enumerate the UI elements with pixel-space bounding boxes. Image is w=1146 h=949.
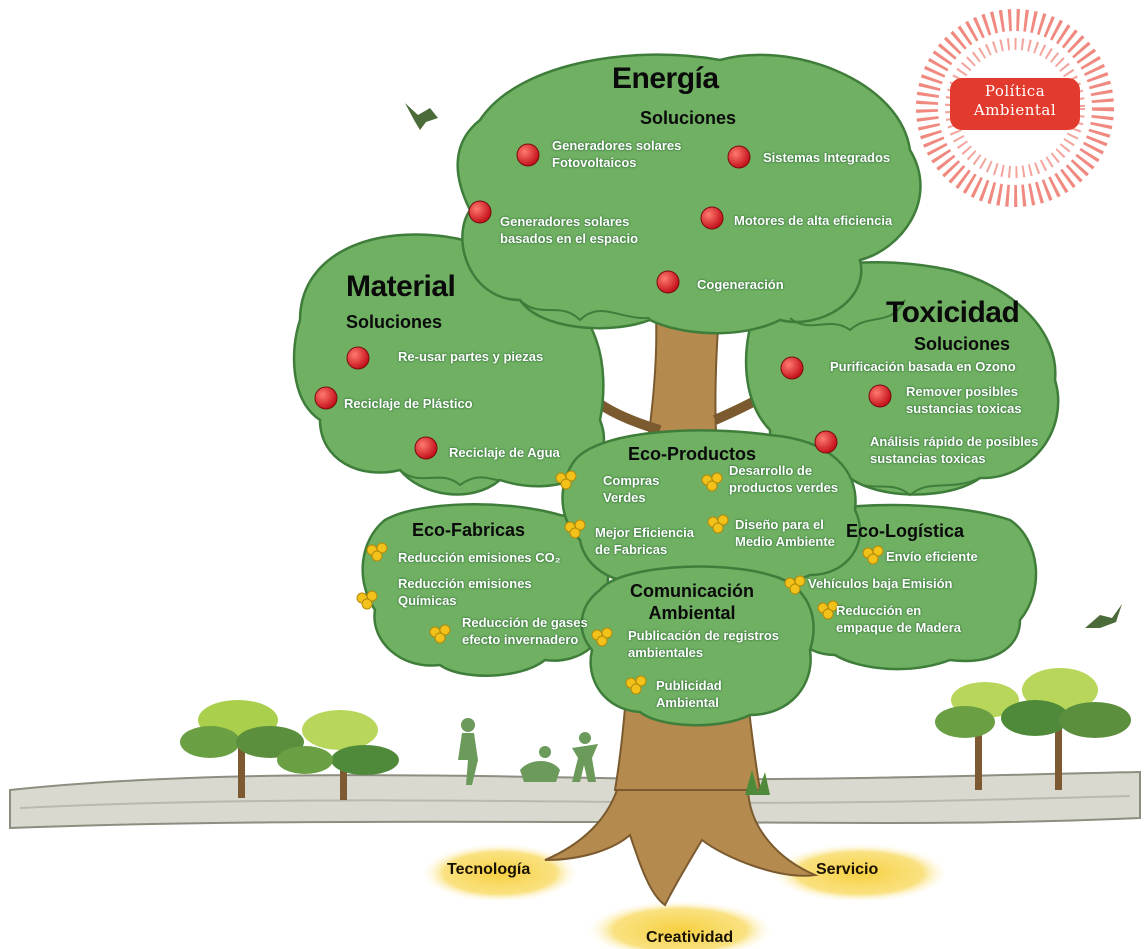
comunicacion-item: Publicidad Ambiental	[656, 678, 722, 710]
eco-fabricas-item: Reducción de gases efecto invernadero	[462, 615, 588, 647]
eco-productos-item: Desarrollo de productos verdes	[729, 463, 839, 495]
toxicidad-subtitle: Soluciones	[914, 334, 1011, 354]
energia-item: Cogeneración	[697, 277, 784, 292]
stamp-text: Política Ambiental	[973, 82, 1057, 119]
eco-logistica-item: Envío eficiente	[886, 549, 978, 564]
energia-item: Sistemas Integrados	[763, 150, 891, 165]
politica-ambiental-stamp	[916, 9, 1114, 207]
eco-productos-item: Mejor Eficiencia de Fabricas	[595, 525, 694, 557]
toxicidad-item: Análisis rápido de posibles sustancias t…	[870, 434, 1039, 466]
bird-left	[405, 103, 438, 130]
material-item: Reciclaje de Agua	[449, 445, 560, 460]
people-silhouettes	[458, 718, 598, 785]
root-label-bottom: Creatividad	[646, 929, 734, 946]
flowers	[356, 470, 884, 695]
canopy-energia	[456, 53, 922, 335]
root-glow-left	[420, 843, 580, 903]
energia-item: Motores de alta eficiencia	[734, 213, 893, 228]
material-item: Re-usar partes y piezas	[398, 349, 544, 364]
eco-logistica-title: Eco-Logística	[846, 521, 965, 541]
comunicacion-title: Comunicación Ambiental	[630, 581, 755, 623]
eco-fabricas-item: Reducción emisiones Químicas	[398, 576, 532, 608]
eco-logistica-item: Reducción en empaque de Madera	[836, 603, 961, 635]
material-item: Reciclaje de Plástico	[344, 396, 473, 411]
bird-right	[1085, 604, 1122, 628]
root-label-left: Tecnología	[447, 861, 531, 878]
eco-fabricas-item: Reducción emisiones CO₂	[398, 550, 561, 565]
background-trees-left	[180, 700, 399, 800]
energia-subtitle: Soluciones	[640, 108, 737, 128]
energia-item: Generadores solares Fotovoltaicos	[552, 138, 682, 170]
eco-productos-item: Diseño para el Medio Ambiente	[735, 517, 835, 549]
material-title: Material	[346, 270, 456, 303]
background-trees-right	[935, 668, 1131, 790]
material-subtitle: Soluciones	[346, 312, 443, 332]
eco-logistica-item: Vehículos baja Emisión	[808, 576, 953, 591]
toxicidad-item: Purificación basada en Ozono	[830, 359, 1016, 374]
apples	[314, 143, 892, 460]
energia-title: Energía	[612, 62, 719, 95]
toxicidad-item: Remover posibles sustancias toxicas	[906, 384, 1022, 416]
comunicacion-item: Publicación de registros ambientales	[628, 628, 779, 660]
canopy-eco-fabricas	[361, 503, 610, 677]
roots	[544, 778, 819, 907]
eco-productos-title: Eco-Productos	[628, 444, 757, 464]
energia-item: Generadores solares basados en el espaci…	[500, 214, 639, 246]
eco-fabricas-title: Eco-Fabricas	[412, 520, 526, 540]
root-glow-right	[770, 843, 950, 903]
toxicidad-title: Toxicidad	[886, 296, 1020, 329]
root-glow-bottom	[585, 900, 775, 949]
ground-path	[9, 770, 1141, 830]
root-label-right: Servicio	[816, 861, 879, 878]
eco-productos-item: Compras Verdes	[603, 473, 660, 505]
canopy-eco-productos	[561, 429, 862, 589]
